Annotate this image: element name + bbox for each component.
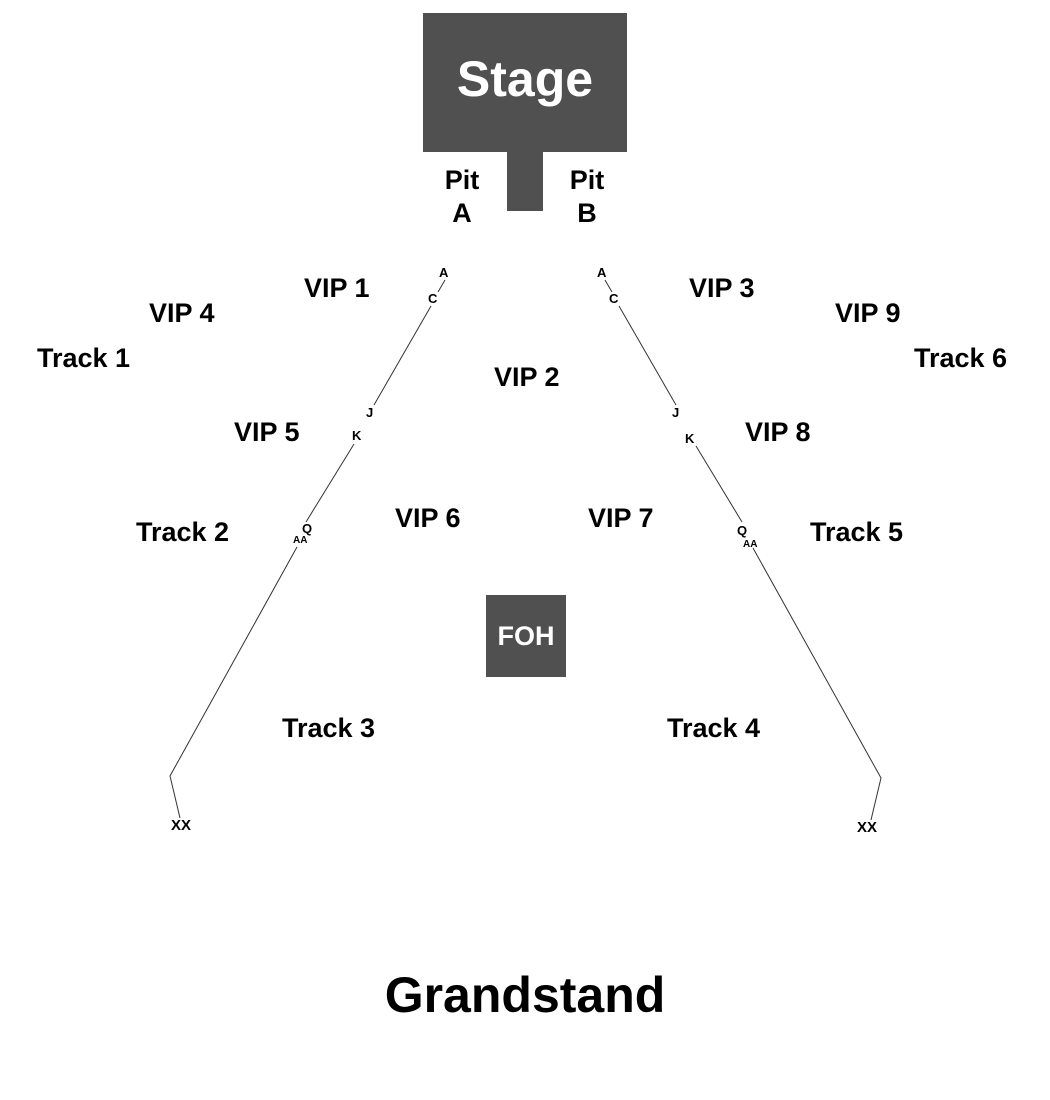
pit-a[interactable]: Pit A [432, 164, 492, 230]
section-vip-3[interactable]: VIP 3 [689, 273, 755, 303]
pit-a-line1: Pit [444, 165, 480, 195]
section-vip-6[interactable]: VIP 6 [395, 503, 461, 533]
left-row-a: A [439, 265, 449, 280]
stage-label: Stage [456, 51, 594, 107]
section-track-5[interactable]: Track 5 [810, 517, 904, 547]
section-vip-1[interactable]: VIP 1 [304, 273, 370, 303]
right-row-aa: AA [743, 539, 758, 550]
section-track-4[interactable]: Track 4 [667, 713, 761, 743]
stage-block[interactable]: Stage [423, 13, 627, 152]
left-divider-k-q [305, 443, 355, 523]
left-row-j: J [366, 405, 374, 420]
left-divider-a-c [437, 279, 446, 293]
section-vip-8[interactable]: VIP 8 [745, 417, 811, 447]
right-row-k: K [685, 431, 695, 446]
section-track-2[interactable]: Track 2 [136, 517, 230, 547]
section-track-3[interactable]: Track 3 [282, 713, 376, 743]
foh-block: FOH [486, 595, 566, 677]
section-vip-2[interactable]: VIP 2 [494, 362, 560, 392]
left-divider-c-j [373, 305, 432, 406]
left-row-aa: AA [293, 535, 308, 546]
stage-runway [507, 151, 543, 211]
foh-label: FOH [497, 621, 555, 651]
right-divider-k-q [695, 445, 743, 523]
right-row-q: Q [737, 523, 748, 538]
right-row-a: A [597, 265, 607, 280]
section-vip-4[interactable]: VIP 4 [149, 298, 215, 328]
pit-a-line2: A [452, 198, 472, 228]
grandstand-label[interactable]: Grandstand [384, 967, 666, 1023]
left-row-c: C [428, 291, 438, 306]
right-row-xx: XX [857, 819, 878, 836]
left-row-xx: XX [171, 817, 192, 834]
right-divider-aa-xx [752, 547, 882, 821]
left-row-q: Q [302, 521, 313, 536]
section-track-1[interactable]: Track 1 [37, 343, 131, 373]
section-vip-7[interactable]: VIP 7 [588, 503, 654, 533]
pit-b-line1: Pit [569, 165, 605, 195]
section-track-6[interactable]: Track 6 [914, 343, 1008, 373]
right-row-j: J [672, 405, 680, 420]
left-divider-aa-xx [169, 546, 298, 819]
pit-b-line2: B [577, 198, 597, 228]
section-vip-9[interactable]: VIP 9 [835, 298, 901, 328]
section-vip-5[interactable]: VIP 5 [234, 417, 300, 447]
right-divider-c-j [618, 305, 677, 406]
left-row-k: K [352, 428, 362, 443]
right-row-c: C [609, 291, 619, 306]
right-divider-a-c [604, 279, 613, 293]
pit-b[interactable]: Pit B [557, 164, 617, 230]
